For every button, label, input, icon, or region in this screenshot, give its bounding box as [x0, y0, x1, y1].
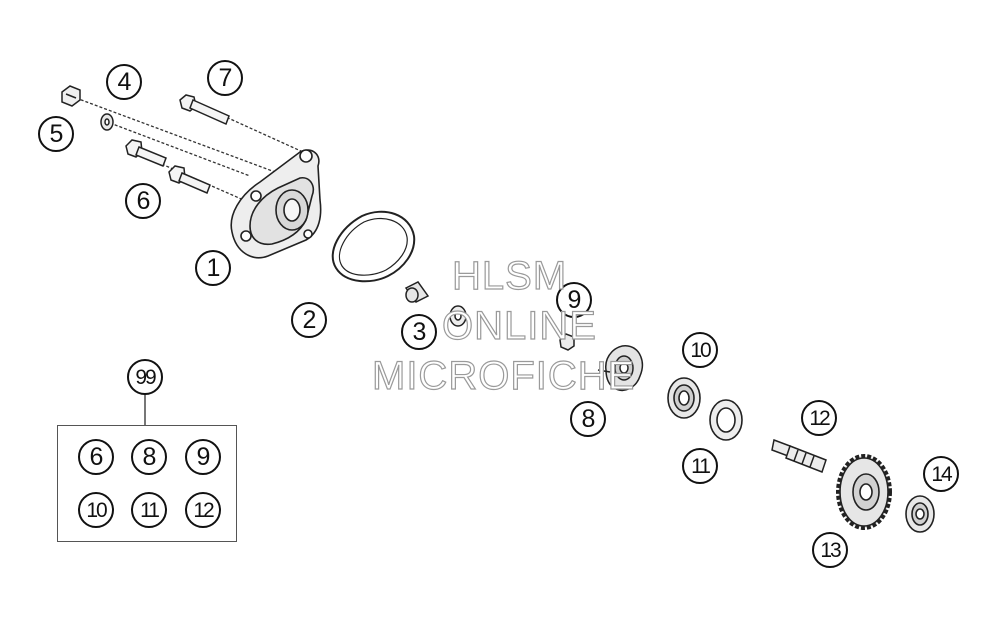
- kit-item-9[interactable]: 9: [185, 439, 221, 475]
- callout-10[interactable]: 10: [682, 332, 718, 368]
- seal-ring-part-11: [709, 399, 743, 441]
- seal-part: [449, 305, 467, 327]
- impeller-part-8: [597, 345, 644, 392]
- kit-item-8[interactable]: 8: [131, 439, 167, 475]
- bolt-part-6b: [168, 165, 211, 194]
- gasket-part-2: [331, 210, 416, 283]
- callout-3[interactable]: 3: [401, 314, 437, 350]
- kit-item-10[interactable]: 10: [78, 492, 114, 528]
- kit-item-12[interactable]: 12: [185, 492, 221, 528]
- callout-7[interactable]: 7: [207, 60, 243, 96]
- kit-item-11[interactable]: 11: [131, 492, 167, 528]
- kit-item-6[interactable]: 6: [78, 439, 114, 475]
- bolt-part-6a: [125, 139, 167, 167]
- callout-9[interactable]: 9: [556, 282, 592, 318]
- watermark-line-3: MICROFICHE: [371, 353, 636, 398]
- callout-11[interactable]: 11: [682, 448, 718, 484]
- leader-line-bolt-6: [147, 157, 256, 206]
- callout-6[interactable]: 6: [125, 183, 161, 219]
- washer-part-4: [100, 113, 114, 131]
- callout-5[interactable]: 5: [38, 116, 74, 152]
- shaft-part-12: [771, 438, 827, 473]
- callout-2[interactable]: 2: [291, 302, 327, 338]
- bearing-part-14: [905, 495, 935, 533]
- bushing-part-3: [404, 281, 430, 303]
- leader-line-bolt-5: [75, 97, 311, 186]
- callout-1[interactable]: 1: [195, 250, 231, 286]
- screw-part-9: [559, 333, 575, 351]
- callout-12[interactable]: 12: [801, 400, 837, 436]
- bolt-part-5: [61, 85, 81, 107]
- bolt-part-7: [179, 94, 230, 126]
- callout-8[interactable]: 8: [570, 401, 606, 437]
- callout-13[interactable]: 13: [812, 532, 848, 568]
- callout-99[interactable]: 99: [127, 359, 163, 395]
- callout-14[interactable]: 14: [923, 456, 959, 492]
- callout-4[interactable]: 4: [106, 64, 142, 100]
- gear-part-13: [836, 454, 892, 530]
- watermark-line-1: HLSM: [451, 253, 568, 298]
- bearing-part-10: [667, 377, 701, 419]
- water-pump-cover-part-1: [230, 149, 322, 259]
- watermark-line-2: ONLINE: [441, 303, 597, 348]
- repair-kit-box: [57, 425, 237, 542]
